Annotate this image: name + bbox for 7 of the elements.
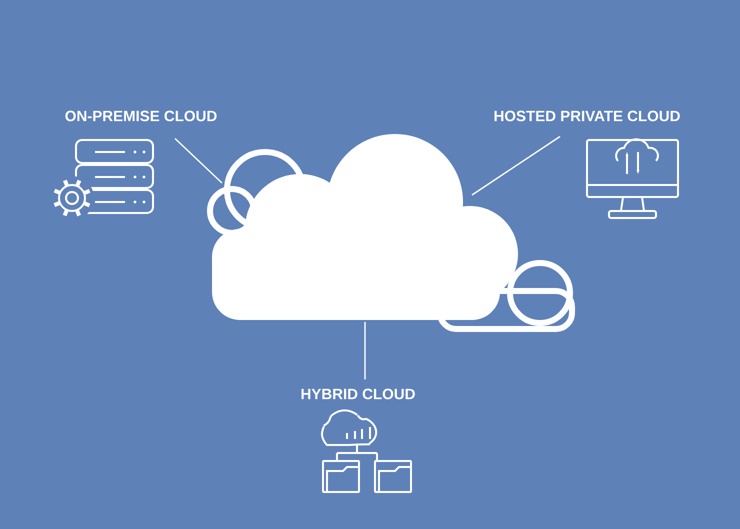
connector-line bbox=[472, 136, 560, 196]
cloud-drawing bbox=[207, 134, 575, 332]
cloud-type-label: ON-PREMISE CLOUD bbox=[65, 110, 217, 122]
connector-line bbox=[174, 138, 222, 184]
connector-line bbox=[364, 322, 366, 380]
cloud-type-label: HYBRID CLOUD bbox=[302, 388, 415, 400]
cloud-type-label: HOSTED PRIVATE CLOUD bbox=[494, 110, 680, 122]
